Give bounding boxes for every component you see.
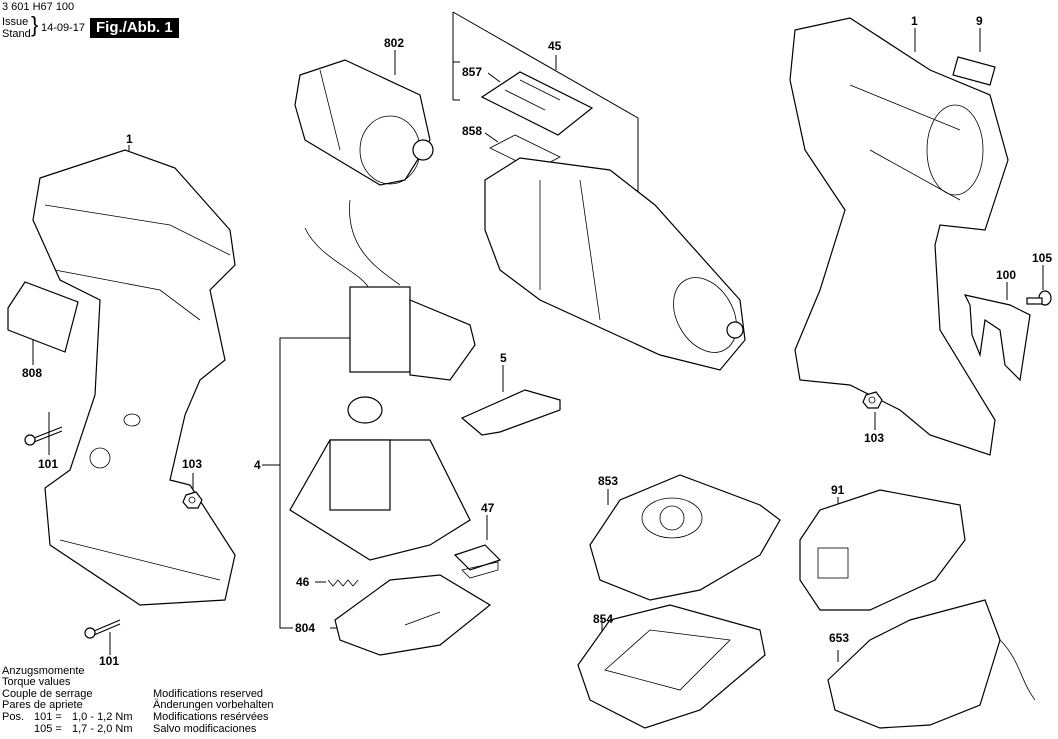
- torque-heading-de: Anzugsmomente: [2, 665, 85, 677]
- belt-clip-100-part: [963, 294, 1031, 382]
- callout-802: 802: [384, 36, 405, 50]
- callout-46: 46: [296, 575, 310, 589]
- label-9-part: [952, 56, 996, 86]
- callout-857: 857: [462, 65, 483, 79]
- screw-105-part: [1026, 290, 1052, 306]
- housing-left-part: [32, 149, 236, 606]
- callout-101-b: 101: [99, 654, 120, 668]
- cover-857-part: [480, 71, 594, 136]
- torque-pos-101: 101 =: [34, 711, 62, 723]
- issue-date: 14-09-17: [41, 22, 86, 34]
- motor-802-part: [294, 59, 434, 186]
- nut-103-left-part: [182, 491, 203, 509]
- callout-9: 9: [976, 14, 983, 28]
- plate-804-part: [334, 574, 492, 656]
- selector-5-part: [460, 389, 561, 436]
- callout-101-a: 101: [38, 457, 59, 471]
- callout-4: 4: [254, 458, 261, 472]
- torque-heading-fr: Couple de serrage: [2, 688, 93, 700]
- callout-653: 653: [829, 631, 850, 645]
- figure-label: Fig./Abb. 1: [90, 18, 179, 38]
- callout-100: 100: [996, 268, 1017, 282]
- screw-101-b-part: [84, 619, 121, 639]
- modifications-de: Änderungen vorbehalten: [153, 699, 274, 711]
- adapter-853-part: [589, 474, 781, 601]
- switch-assembly-4-part: [289, 199, 476, 561]
- button-47-part: [453, 544, 502, 579]
- charger-653-part: [827, 599, 1036, 729]
- torque-value-105: 1,7 - 2,0 Nm: [72, 723, 133, 735]
- spring-46-part: [327, 579, 359, 587]
- frame-854-part: [577, 604, 766, 729]
- callout-47: 47: [481, 501, 495, 515]
- issue-label: Issue: [2, 16, 29, 28]
- callout-91: 91: [831, 483, 845, 497]
- callout-853: 853: [598, 474, 619, 488]
- housing-right-part: [789, 17, 1009, 456]
- torque-value-101: 1,0 - 1,2 Nm: [72, 711, 133, 723]
- part-number: 3 601 H67 100: [2, 1, 75, 13]
- modifications-fr: Modifications resérvées: [153, 711, 269, 723]
- callout-45: 45: [548, 39, 562, 53]
- callout-105: 105: [1032, 251, 1053, 265]
- label-808-part: [7, 281, 79, 353]
- callout-858: 858: [462, 124, 483, 138]
- screw-101-a-part: [24, 426, 63, 446]
- torque-heading-es: Pares de apriete: [2, 699, 83, 711]
- brace-icon: }: [31, 12, 39, 37]
- torque-heading-en: Torque values: [2, 676, 71, 688]
- modifications-en: Modifications reserved: [153, 688, 264, 700]
- battery-91-part: [799, 489, 966, 611]
- nut-103-right-part: [862, 391, 883, 409]
- stand-label: Stand: [2, 28, 31, 40]
- modifications-es: Salvo modificaciones: [153, 723, 257, 735]
- torque-pos-105: 105 =: [34, 723, 62, 735]
- callout-103-left: 103: [182, 457, 203, 471]
- callout-5: 5: [500, 351, 507, 365]
- callout-103-right: 103: [864, 431, 885, 445]
- callout-808: 808: [22, 366, 43, 380]
- callout-854: 854: [593, 612, 614, 626]
- callout-1-right: 1: [911, 14, 918, 28]
- callout-1-left: 1: [126, 132, 133, 146]
- torque-pos-label: Pos.: [2, 711, 25, 723]
- callout-804: 804: [295, 621, 316, 635]
- gearbox-part: [484, 157, 746, 371]
